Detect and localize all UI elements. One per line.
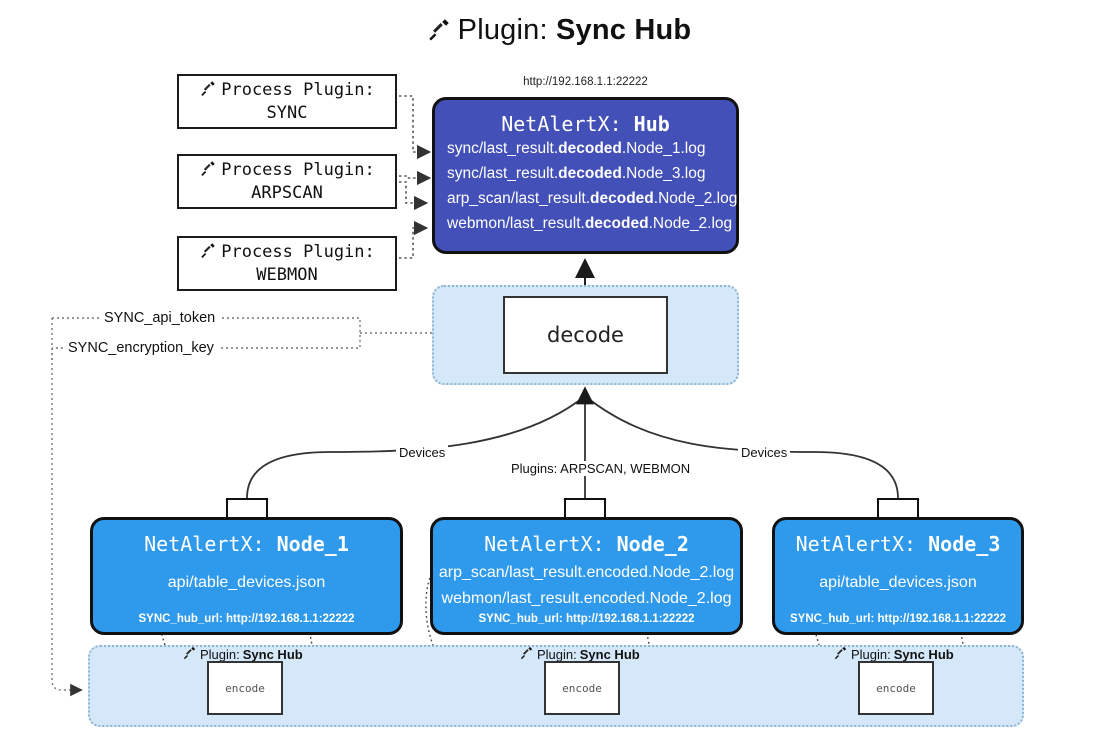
node-footer: SYNC_hub_url: http://192.168.1.1:22222 [478, 613, 695, 625]
hub-title-name: Hub [633, 112, 670, 136]
process-plugin-webmon[interactable]: Process Plugin: WEBMON [177, 236, 397, 291]
hub-url: http://192.168.1.1:22222 [523, 76, 648, 88]
node-box-node-3[interactable]: NetAlertX: Node_3 api/table_devices.json… [772, 517, 1024, 635]
flow-label-plugins-mid: Plugins: ARPSCAN, WEBMON [508, 461, 694, 476]
title-name: Sync Hub [556, 14, 692, 46]
decode-box[interactable]: decode [503, 296, 668, 374]
plug-icon [199, 241, 217, 265]
encode-box-1[interactable]: encode [207, 661, 283, 715]
process-plugin-label: Process Plugin: [221, 242, 375, 263]
hub-node[interactable]: NetAlertX: Hub sync/last_result.decoded.… [432, 97, 739, 254]
node-footer: SYNC_hub_url: http://192.168.1.1:22222 [789, 613, 1007, 625]
node-footer: SYNC_hub_url: http://192.168.1.1:22222 [138, 613, 355, 625]
title-prefix: Plugin: [457, 14, 548, 46]
hub-title-prefix: NetAlertX: [501, 112, 622, 136]
node-title: NetAlertX: Node_3 [795, 532, 1001, 556]
plug-icon [426, 16, 452, 50]
encoder-label-1: Plugin:Sync Hub [182, 645, 303, 663]
node-box-node-2[interactable]: NetAlertX: Node_2 arp_scan/last_result.e… [430, 517, 743, 635]
encoder-label-3: Plugin:Sync Hub [833, 645, 954, 663]
process-plugin-name: SYNC [266, 103, 308, 123]
node-line: api/table_devices.json [819, 574, 977, 591]
hub-title: NetAlertX: Hub [435, 112, 736, 136]
plug-icon [199, 159, 217, 183]
token-label-api: SYNC_api_token [100, 310, 220, 326]
plug-icon [833, 645, 848, 663]
hub-log-line: webmon/last_result.decoded.Node_2.log [447, 215, 733, 232]
flow-label-devices-left: Devices [396, 445, 449, 460]
node-title: NetAlertX: Node_1 [144, 532, 349, 556]
encode-box-2[interactable]: encode [544, 661, 620, 715]
process-plugin-sync[interactable]: Process Plugin: SYNC [177, 74, 397, 129]
process-plugin-arpscan[interactable]: Process Plugin: ARPSCAN [177, 154, 397, 209]
process-plugin-label: Process Plugin: [221, 80, 375, 101]
token-label-encryption: SYNC_encryption_key [64, 340, 218, 356]
page-title: Plugin: Sync Hub [0, 14, 1117, 50]
plug-icon [199, 79, 217, 103]
node-line: webmon/last_result.encoded.Node_2.log [441, 590, 732, 607]
process-plugin-name: WEBMON [256, 265, 318, 285]
encoder-label-2: Plugin:Sync Hub [519, 645, 640, 663]
node-title: NetAlertX: Node_2 [484, 532, 689, 556]
process-plugin-name: ARPSCAN [251, 183, 323, 203]
hub-log-line: arp_scan/last_result.decoded.Node_2.log [447, 190, 738, 207]
flow-label-devices-right: Devices [738, 445, 791, 460]
node-line: arp_scan/last_result.encoded.Node_2.log [438, 564, 735, 581]
process-plugin-label: Process Plugin: [221, 160, 375, 181]
plug-icon [182, 645, 197, 663]
encode-box-3[interactable]: encode [858, 661, 934, 715]
plug-icon [519, 645, 534, 663]
hub-log-line: sync/last_result.decoded.Node_1.log [447, 140, 706, 157]
hub-log-line: sync/last_result.decoded.Node_3.log [447, 165, 706, 182]
node-box-node-1[interactable]: NetAlertX: Node_1 api/table_devices.json… [90, 517, 403, 635]
node-line: api/table_devices.json [167, 574, 326, 591]
